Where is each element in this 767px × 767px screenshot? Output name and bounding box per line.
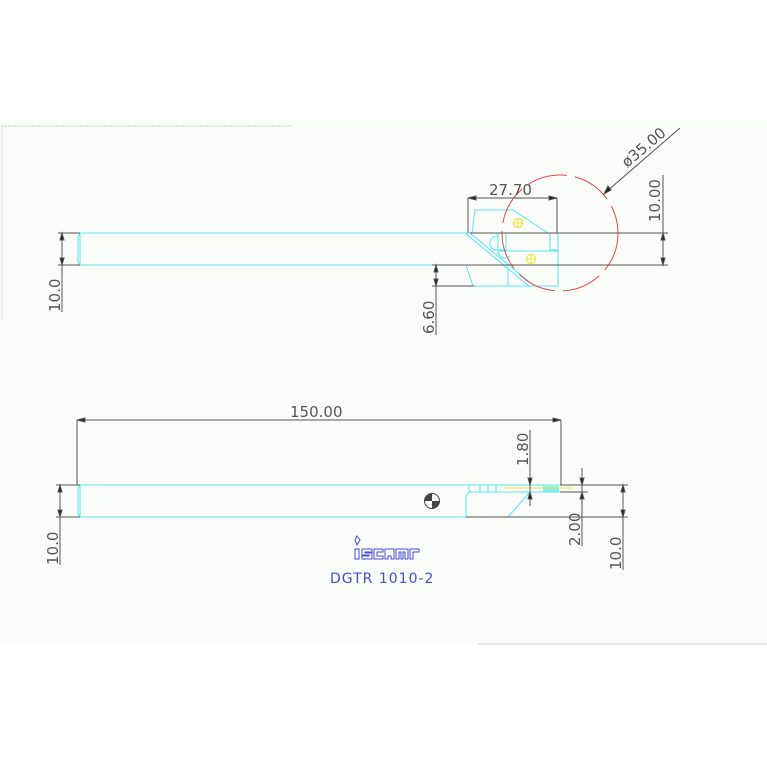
dim-shank-height-left: 10.0 — [46, 279, 64, 312]
dim-shank-height-right: 10.0 — [607, 537, 625, 570]
dimension-lines — [56, 417, 628, 570]
dim-shank-height-left: 10.0 — [44, 532, 62, 565]
dim-blade-offset-top: 1.80 — [514, 433, 532, 466]
tool-designation: DGTR 1010-2 — [330, 571, 434, 587]
head-outline — [464, 209, 559, 288]
dim-blade-width: 2.00 — [566, 513, 584, 546]
dim-overall-length: 150.00 — [290, 403, 343, 421]
top-view: 10.0 27.70 ø35.00 10.00 6.60 — [46, 124, 681, 335]
shank-outline — [77, 232, 470, 266]
screw-marker — [525, 253, 537, 265]
iscar-logo — [354, 535, 420, 560]
dimension-lines — [58, 127, 681, 335]
screw-marker — [512, 217, 524, 229]
dim-offset: 6.60 — [420, 301, 438, 334]
dim-head-width: 27.70 — [489, 181, 532, 199]
side-view: 150.00 10.0 1.80 2.00 10.0 — [44, 403, 628, 570]
insert-tip — [543, 486, 559, 492]
shank-outline — [77, 484, 560, 518]
center-of-gravity-icon — [424, 493, 440, 509]
dim-height-right: 10.00 — [646, 179, 664, 222]
